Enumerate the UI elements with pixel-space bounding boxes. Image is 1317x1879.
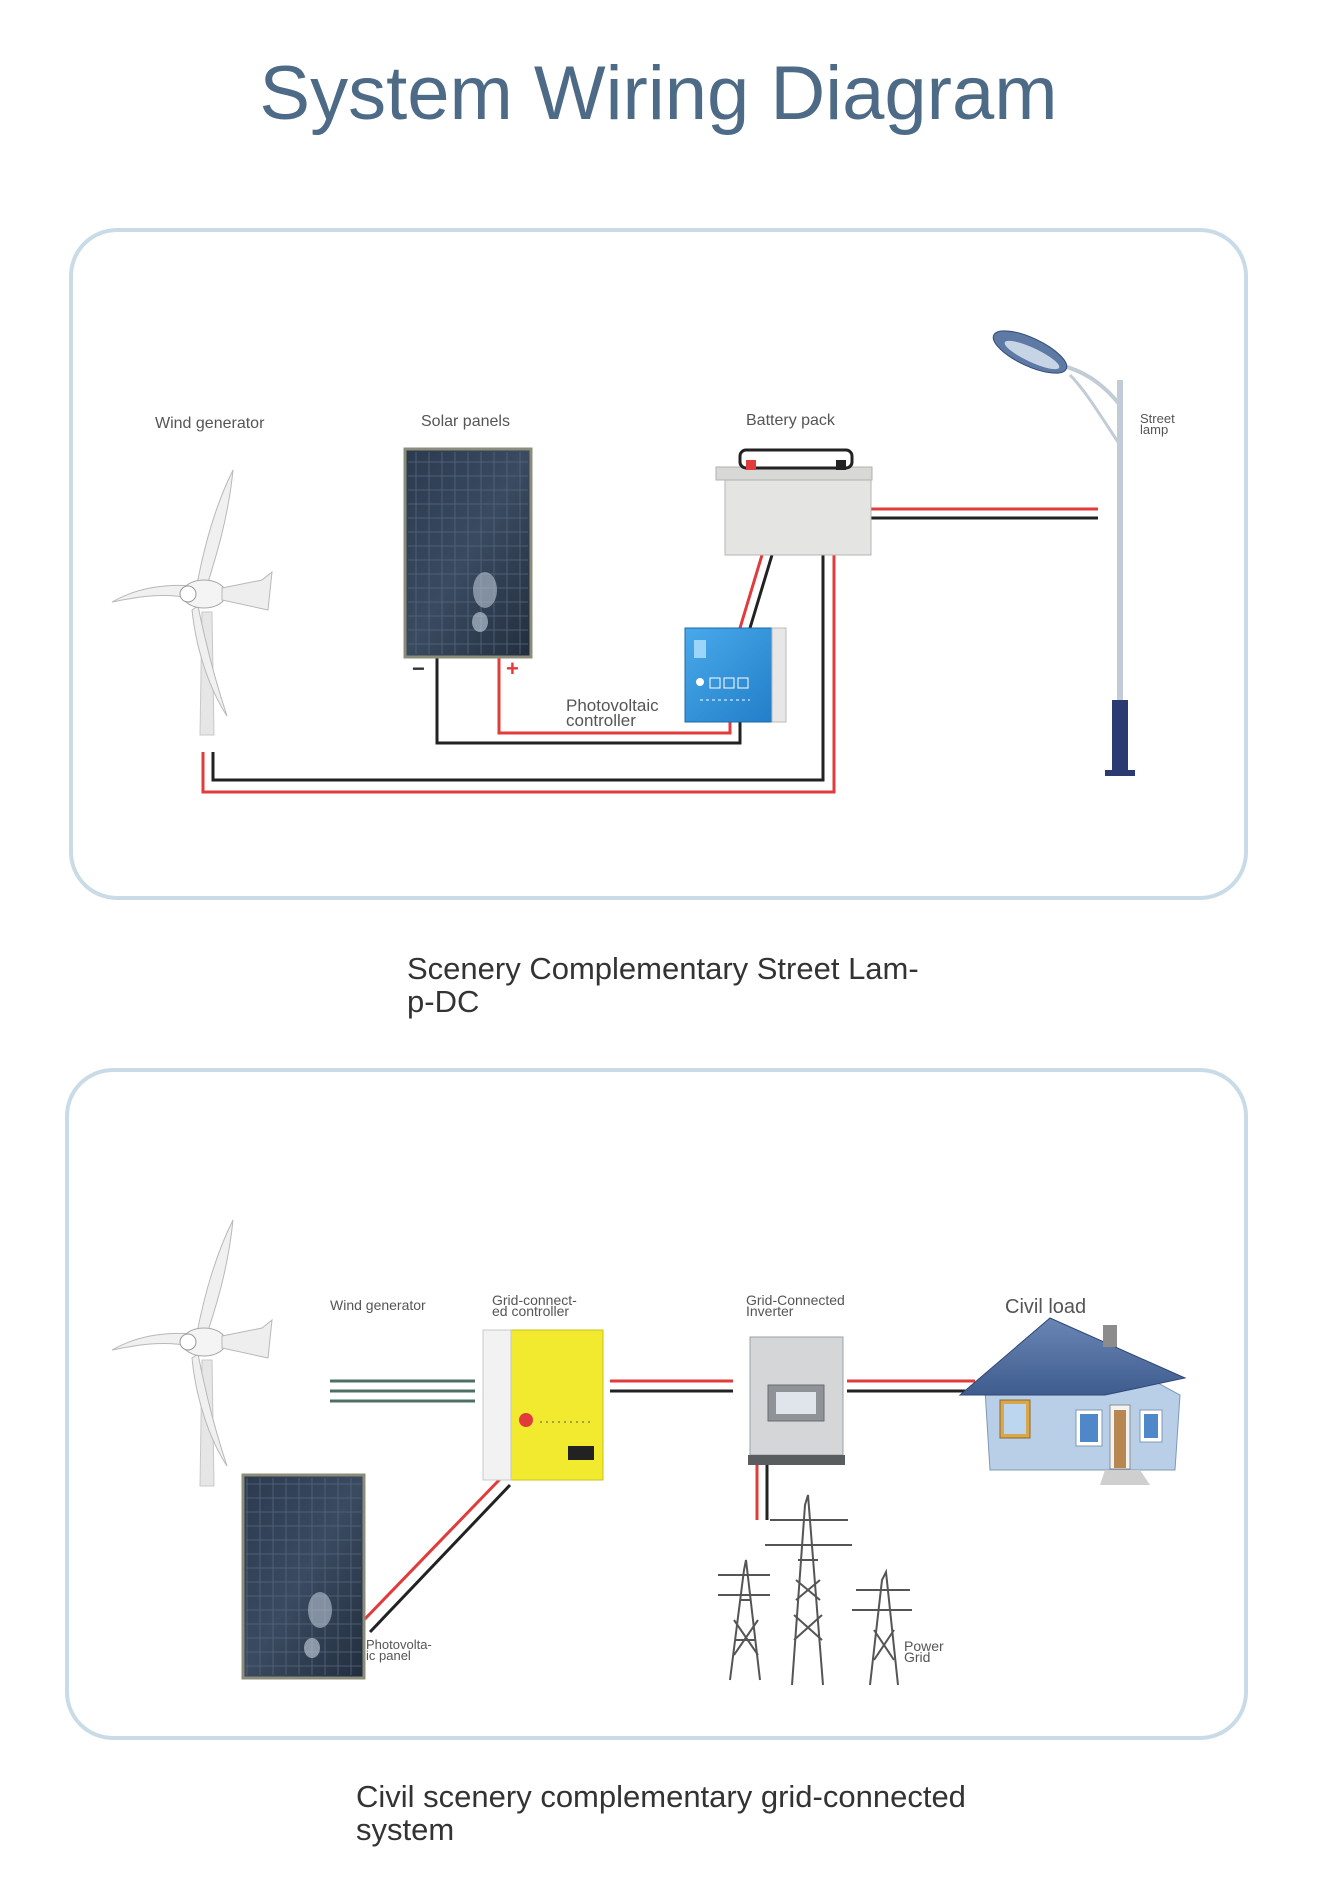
label-street-lamp-line2: lamp xyxy=(1140,422,1169,437)
wire-red xyxy=(360,1475,504,1624)
battery-icon xyxy=(715,448,873,556)
label-street-lamp-line1: Street xyxy=(1140,411,1175,426)
label-grid-controller-line1: Grid-connect- xyxy=(492,1292,577,1308)
label-street-lamp: Street lamp xyxy=(1140,411,1175,437)
label-inverter-line2: Inverter xyxy=(746,1303,794,1319)
street-lamp-icon xyxy=(992,330,1135,776)
solar-panel-icon xyxy=(403,447,533,659)
wire-red xyxy=(738,554,764,629)
label-power-grid-line1: Power xyxy=(904,1638,944,1654)
label-pv-panel-line1: Photovolta- xyxy=(366,1637,432,1652)
label-inverter-line1: Grid-Connected xyxy=(746,1292,845,1308)
label-wind-generator: Wind generator xyxy=(155,415,265,432)
wire-black xyxy=(368,1483,512,1634)
wind-turbine-icon xyxy=(111,469,273,736)
minus-sign: − xyxy=(412,656,425,681)
house-icon xyxy=(958,1317,1187,1485)
label-inverter: Grid-Connected Inverter xyxy=(746,1292,845,1319)
grid-system-caption: Civil scenery complementary grid-connect… xyxy=(356,1780,966,1846)
power-tower-icon xyxy=(852,1568,912,1686)
label-solar-panels: Solar panels xyxy=(421,413,510,430)
dc-system-panel xyxy=(69,228,1248,900)
solar-panel-icon xyxy=(241,1473,366,1680)
label-pv-controller-line1: Photovoltaic xyxy=(566,696,659,715)
grid-caption-line2: system xyxy=(356,1812,455,1847)
label-battery-pack: Battery pack xyxy=(746,412,835,429)
dc-caption-line2: p-DC xyxy=(407,984,480,1019)
grid-wires xyxy=(330,1379,975,1634)
label-civil-load: Civil load xyxy=(1005,1296,1087,1318)
label-grid-controller-line2: ed controller xyxy=(492,1303,570,1319)
plus-sign: + xyxy=(506,656,519,681)
label-pv-controller-line2: controller xyxy=(566,711,636,730)
power-tower-icon xyxy=(765,1494,852,1686)
page-title: System Wiring Diagram xyxy=(259,51,1058,136)
wire-black xyxy=(211,555,825,782)
label-wind-generator-2: Wind generator xyxy=(330,1297,426,1313)
grid-caption-line1: Civil scenery complementary grid-connect… xyxy=(356,1779,966,1814)
wire-red xyxy=(201,555,836,794)
inverter-icon xyxy=(748,1336,846,1465)
grid-controller-icon xyxy=(482,1329,604,1481)
dc-wires xyxy=(201,507,1098,794)
pv-controller-icon xyxy=(684,627,787,723)
label-power-grid-line2: Grid xyxy=(904,1649,931,1665)
label-pv-panel: Photovolta- ic panel xyxy=(366,1637,432,1663)
dc-caption-line1: Scenery Complementary Street Lam- xyxy=(407,951,919,986)
label-power-grid: Power Grid xyxy=(904,1638,944,1665)
label-grid-controller: Grid-connect- ed controller xyxy=(492,1292,577,1319)
label-pv-controller: Photovoltaic controller xyxy=(566,696,659,730)
wire-black xyxy=(748,554,774,629)
wire-red xyxy=(497,657,732,735)
power-tower-icon xyxy=(718,1559,770,1681)
wind-turbine-icon xyxy=(111,1219,273,1487)
label-pv-panel-line2: ic panel xyxy=(366,1648,411,1663)
dc-system-caption: Scenery Complementary Street Lam- p-DC xyxy=(407,952,919,1018)
wire-black xyxy=(435,657,742,745)
